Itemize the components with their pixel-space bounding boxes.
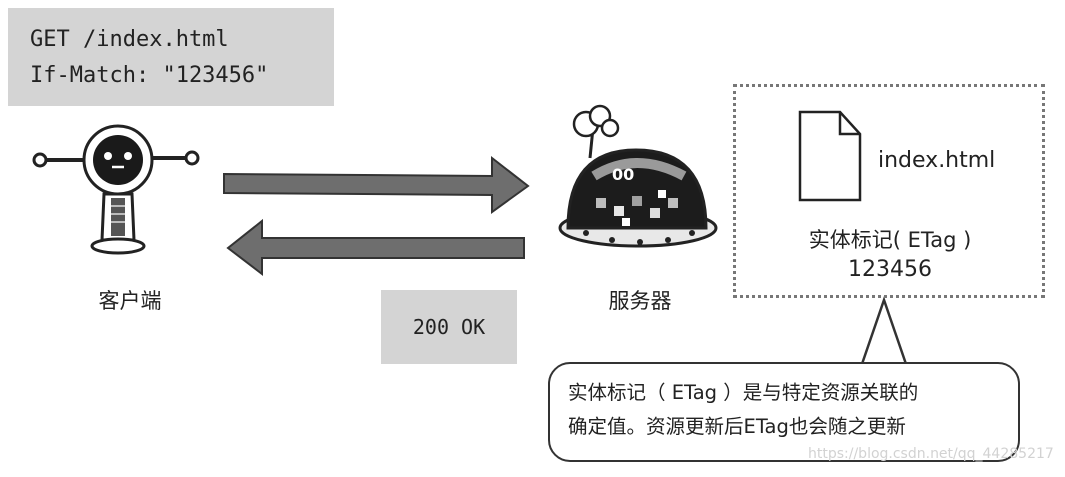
request-arrow [223, 155, 530, 214]
response-arrow [226, 218, 525, 277]
file-name-label: index.html [878, 148, 996, 173]
callout-pointer [860, 296, 908, 365]
response-status-text: 200 OK [412, 315, 486, 339]
watermark-text: https://blog.csdn.net/qq_44285217 [808, 446, 1054, 462]
response-status-box: 200 OK [381, 290, 517, 364]
client-label: 客户端 [98, 289, 162, 313]
file-icon [798, 110, 862, 202]
client-robot-icon [32, 124, 200, 255]
resource-box [733, 84, 1045, 298]
etag-value: 123456 [848, 257, 932, 282]
etag-label: 实体标记( ETag ) [808, 228, 972, 252]
request-if-match-line: If-Match: "123456" [30, 63, 269, 88]
request-header-box: GET /index.html If-Match: "123456" [8, 8, 334, 106]
callout-line: 实体标记（ ETag ）是与特定资源关联的 [568, 381, 919, 404]
callout-line: 确定值。资源更新后ETag也会随之更新 [568, 415, 906, 438]
etag-callout: 实体标记（ ETag ）是与特定资源关联的 确定值。资源更新后ETag也会随之更… [548, 362, 1020, 462]
svg-text:00: 00 [612, 165, 634, 184]
server-robot-icon: 00 [558, 104, 718, 248]
server-label: 服务器 [608, 289, 672, 313]
request-line: GET /index.html [30, 27, 229, 52]
